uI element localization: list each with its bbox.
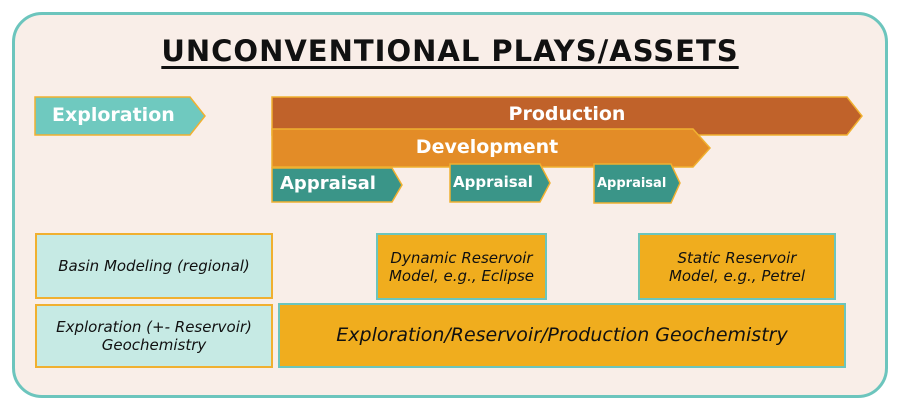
appraisal-arrow-2 [449, 163, 551, 203]
erp-geochemistry-box: Exploration/Reservoir/Production Geochem… [278, 303, 846, 368]
exploration-geochemistry-box: Exploration (+- Reservoir) Geochemistry [35, 304, 273, 368]
appraisal-label-1: Appraisal [280, 173, 376, 194]
basin-modeling-box: Basin Modeling (regional) [35, 233, 273, 299]
exploration-arrow [34, 96, 206, 136]
appraisal-label-2: Appraisal [453, 173, 533, 191]
appraisal-arrow-3 [593, 163, 681, 204]
exploration-label: Exploration [52, 104, 175, 126]
production-label: Production [508, 103, 626, 125]
diagram-title: UNCONVENTIONAL PLAYS/ASSETS [161, 34, 739, 68]
appraisal-label-3: Appraisal [597, 176, 667, 191]
appraisal-arrow-1 [271, 167, 403, 203]
static-reservoir-model-box: Static Reservoir Model, e.g., Petrel [638, 233, 836, 300]
development-arrow [271, 128, 712, 168]
development-label: Development [415, 136, 559, 158]
dynamic-reservoir-model-box: Dynamic Reservoir Model, e.g., Eclipse [376, 233, 547, 300]
